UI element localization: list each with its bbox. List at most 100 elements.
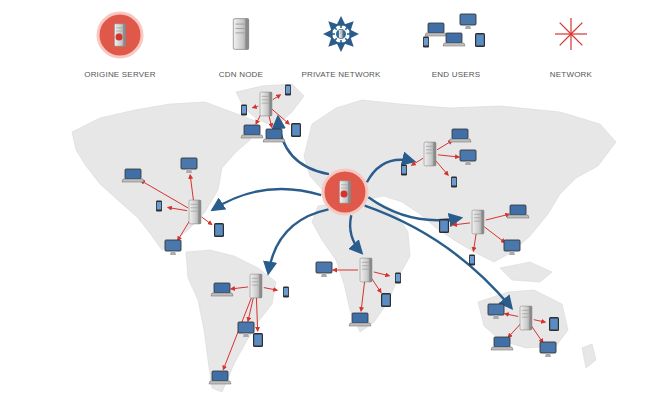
server-body bbox=[520, 306, 532, 330]
network-spoke bbox=[340, 40, 342, 50]
tablet-screen bbox=[382, 295, 390, 306]
server-slot bbox=[252, 278, 259, 279]
server-slot bbox=[362, 262, 369, 263]
laptop-base bbox=[209, 381, 231, 384]
user-link bbox=[223, 293, 253, 369]
origin-server bbox=[323, 170, 367, 214]
distribution-arrow bbox=[350, 215, 361, 252]
end-user-device bbox=[214, 223, 224, 237]
server-slot bbox=[236, 24, 245, 25]
network-spoke bbox=[345, 38, 352, 45]
end-user-device bbox=[488, 304, 504, 319]
network-spoke bbox=[330, 38, 337, 45]
server-side bbox=[433, 142, 436, 166]
end-user-device bbox=[285, 85, 291, 96]
monitor-screen bbox=[540, 342, 556, 353]
network-ray bbox=[570, 34, 571, 50]
server-slot bbox=[474, 214, 481, 215]
laptop-screen bbox=[428, 23, 444, 33]
user-link bbox=[361, 278, 365, 311]
server-body bbox=[472, 210, 484, 234]
server-slot bbox=[252, 281, 259, 282]
server-side bbox=[259, 274, 262, 298]
user-link bbox=[453, 223, 470, 225]
end-user-device bbox=[460, 14, 476, 29]
user-link bbox=[264, 288, 277, 291]
server-icon bbox=[250, 274, 262, 298]
user-link bbox=[168, 207, 187, 210]
server-side bbox=[529, 306, 532, 330]
phone-body bbox=[469, 255, 475, 266]
user-link bbox=[508, 324, 520, 338]
server-slot bbox=[340, 33, 342, 34]
laptop-base bbox=[122, 179, 144, 182]
africa bbox=[312, 200, 410, 332]
user-link bbox=[231, 287, 248, 289]
user-link bbox=[141, 181, 188, 208]
phone-screen bbox=[424, 38, 428, 46]
server-slot bbox=[236, 28, 245, 29]
server-body bbox=[339, 30, 343, 38]
server-side bbox=[481, 210, 484, 234]
network-ray bbox=[560, 34, 571, 45]
legend-entry: NETWORK bbox=[548, 63, 594, 81]
cdn-site bbox=[439, 205, 529, 266]
end-user-device bbox=[491, 337, 513, 350]
laptop-base bbox=[211, 293, 233, 296]
user-link bbox=[505, 314, 518, 317]
end-user-device bbox=[507, 205, 529, 218]
server-icon bbox=[114, 24, 125, 46]
laptop-base bbox=[449, 139, 471, 142]
user-link bbox=[273, 95, 281, 100]
distribution-arrow bbox=[368, 197, 460, 220]
legend-entry: CDN NODE bbox=[217, 63, 265, 81]
server-slot bbox=[426, 146, 433, 147]
north-america bbox=[72, 102, 258, 250]
end-user-device bbox=[209, 371, 231, 384]
phone-screen bbox=[286, 86, 290, 94]
end-user-device bbox=[381, 293, 391, 307]
end-user-device bbox=[460, 150, 476, 165]
server-icon bbox=[189, 200, 201, 224]
monitor-stand bbox=[170, 251, 176, 255]
phone-body bbox=[395, 273, 401, 284]
monitor-stand bbox=[243, 333, 249, 337]
monitor-screen bbox=[460, 14, 476, 25]
server-side bbox=[269, 92, 272, 116]
laptop-base bbox=[507, 215, 529, 218]
laptop-screen bbox=[125, 169, 141, 179]
monitor-stand bbox=[465, 161, 471, 165]
user-link bbox=[438, 155, 459, 157]
phone-body bbox=[241, 105, 247, 116]
legend-icons bbox=[98, 13, 587, 57]
origin-dot bbox=[341, 191, 348, 198]
end-user-device bbox=[549, 317, 559, 331]
server-slot bbox=[191, 211, 198, 212]
end-user-device bbox=[469, 255, 475, 266]
legend-origin-ring bbox=[98, 13, 142, 57]
server-slot bbox=[426, 149, 433, 150]
legend-label: NETWORK bbox=[548, 70, 594, 79]
phone-screen bbox=[402, 166, 406, 174]
australia bbox=[478, 290, 568, 348]
user-link bbox=[201, 217, 211, 225]
cdn-sites bbox=[122, 85, 559, 385]
server-body bbox=[424, 142, 436, 166]
cdn-site bbox=[122, 158, 224, 255]
end-user-device bbox=[291, 123, 301, 137]
southeast-asia-islands bbox=[500, 262, 552, 282]
server-slot bbox=[362, 269, 369, 270]
user-link bbox=[374, 272, 390, 276]
server-side bbox=[123, 24, 125, 46]
server-side bbox=[198, 200, 201, 224]
legend-entry: END USERS bbox=[430, 63, 482, 81]
tablet-screen bbox=[476, 35, 484, 46]
server-slot bbox=[522, 317, 529, 318]
cdn-site bbox=[488, 304, 559, 357]
laptop-screen bbox=[266, 129, 282, 139]
user-link bbox=[333, 270, 358, 271]
laptop-base bbox=[349, 323, 371, 326]
end-user-device bbox=[263, 129, 285, 142]
end-user-device bbox=[211, 283, 233, 296]
distribution-arrow bbox=[278, 117, 329, 174]
